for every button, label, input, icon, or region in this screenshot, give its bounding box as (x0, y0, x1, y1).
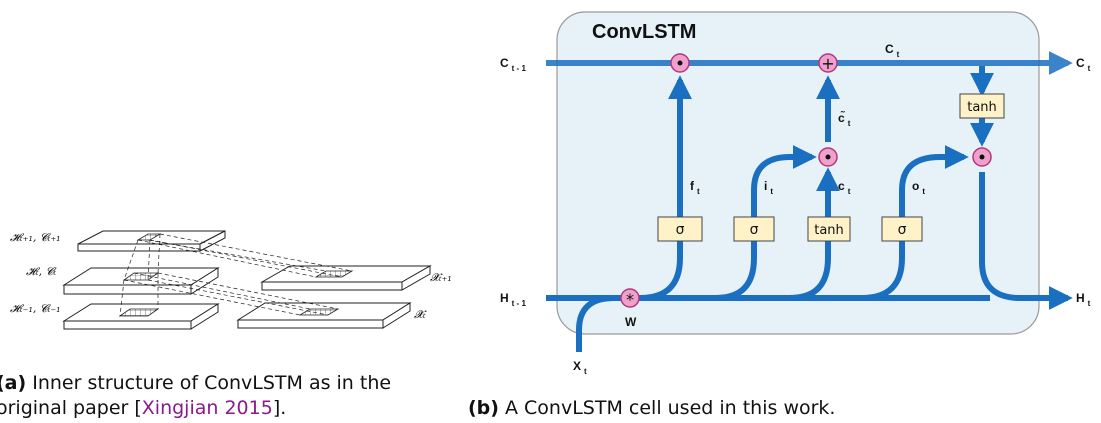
svg-text:tanh: tanh (967, 100, 997, 115)
svg-text:σ: σ (898, 222, 907, 238)
svg-text:+: + (821, 54, 834, 73)
label-h-curr: 𝓗ₜ, 𝓒ₜ (26, 265, 57, 278)
caption-b: (b) A ConvLSTM cell used in this work. (468, 397, 836, 419)
citation-link[interactable]: Xingjian 2015 (141, 397, 273, 419)
op-forget-mult (670, 53, 690, 73)
x-input-path (576, 295, 615, 352)
label-x-next: 𝓧ₜ₊₁ (430, 271, 452, 284)
op-add: + (818, 53, 838, 73)
gate-out-tanh: tanh (959, 93, 1005, 119)
label-h-prev: 𝓗ₜ₋₁, 𝓒ₜ₋₁ (10, 302, 61, 315)
svg-text:σ: σ (676, 222, 685, 238)
gate-i-sigma: σ (733, 216, 775, 242)
label-ctilde: c̃t (838, 110, 851, 128)
op-output-mult (972, 147, 992, 167)
plate-x-curr (236, 302, 412, 329)
op-conv: * (620, 288, 640, 309)
i-branch (715, 240, 757, 301)
plate-bottom (62, 303, 220, 330)
plate-top (77, 230, 226, 252)
h-out (979, 172, 1073, 310)
o-up (899, 145, 969, 217)
gate-o-sigma: σ (881, 216, 923, 242)
c-branch (789, 240, 831, 301)
svg-text:σ: σ (750, 222, 759, 238)
i-up (751, 145, 817, 217)
left-panel: 𝓗ₜ₊₁, 𝓒ₜ₊₁ 𝓗ₜ, 𝓒ₜ 𝓗ₜ₋₁, 𝓒ₜ₋₁ (10, 230, 452, 330)
right-panel: ConvLSTM σ σ (500, 11, 1091, 376)
cell-title: ConvLSTM (592, 21, 696, 43)
dashed-connections (119, 233, 353, 317)
label-x-curr: 𝓧ₜ (414, 308, 427, 321)
gate-f-sigma: σ (657, 216, 703, 242)
svg-text:*: * (626, 290, 634, 309)
o-branch (861, 240, 905, 301)
f-branch (639, 240, 683, 301)
label-w: W (625, 315, 637, 329)
plate-middle (62, 267, 220, 295)
caption-a: (a) Inner structure of ConvLSTM as in th… (0, 372, 392, 419)
op-input-mult (818, 147, 838, 167)
svg-text:tanh: tanh (814, 223, 844, 238)
label-h-next: 𝓗ₜ₊₁, 𝓒ₜ₊₁ (10, 231, 61, 244)
gate-c-tanh: tanh (807, 216, 851, 242)
